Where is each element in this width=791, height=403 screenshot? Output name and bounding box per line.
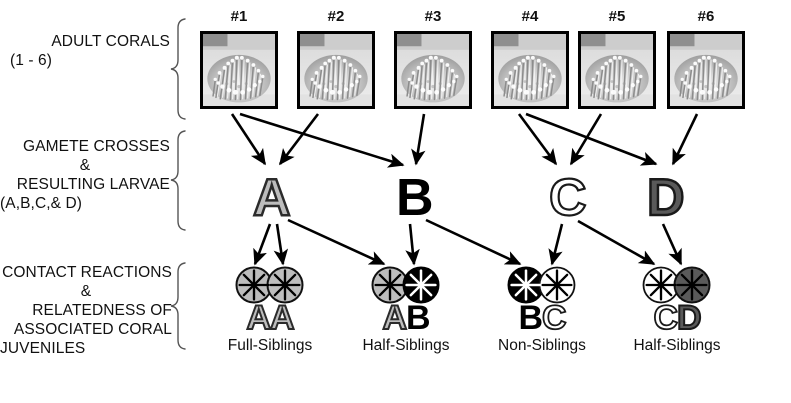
arrow-coral3-larvaB (411, 113, 426, 166)
coral-header-6: #6 (697, 8, 715, 25)
arrow-coral4-larvaD (525, 112, 658, 166)
arrow-coral4-larvaC (517, 113, 558, 166)
arrow-larvaB-juv3left (425, 218, 522, 266)
relatedness-label: Non-Siblings (498, 337, 586, 354)
coral-header-5: #5 (608, 8, 626, 25)
juvenile-pair-3: BC Non-Siblings (482, 299, 602, 355)
arrow-larvaA-juv2left (287, 218, 386, 266)
coral-header-2: #2 (327, 8, 345, 25)
brace-adult-corals (170, 18, 186, 120)
juvenile-genotype-labels: AA (210, 299, 330, 337)
row-label-line: RELATEDNESS OF (32, 302, 172, 319)
row-label-line: & (80, 283, 92, 300)
arrow-larvaA-juv1left (253, 223, 272, 266)
row-label-line: ASSOCIATED CORAL (13, 321, 172, 338)
coral-thumbnails (203, 34, 742, 106)
juvenile-letter: D (676, 299, 703, 337)
juvenile-letter: B (518, 299, 543, 337)
arrow-larvaC-juv4left (577, 219, 656, 266)
juvenile-polyp-pair-3 (507, 266, 576, 304)
arrow-coral1-larvaB (239, 112, 405, 168)
juvenile-letter: A (245, 299, 272, 337)
larva-letter-D: D (646, 169, 686, 227)
relatedness-label: Half-Siblings (362, 337, 450, 354)
row-label-contact-reactions: CONTACT REACTIONS & RELATEDNESS OF ASSOC… (0, 263, 172, 358)
row-label-line: & (79, 157, 91, 174)
relatedness-label: Half-Siblings (633, 337, 721, 354)
juvenile-polyp-pair-4 (642, 266, 711, 304)
row-label-line: (A,B,C,& D) (0, 195, 83, 212)
row-label-line: (1 - 6) (10, 52, 53, 69)
contact-arrows (253, 218, 683, 266)
juvenile-letter: A (381, 299, 408, 337)
larva-letter-A: A (252, 169, 292, 227)
juvenile-pair-1: AA Full-Siblings (210, 299, 330, 355)
row-label-line: RESULTING LARVAE (16, 176, 170, 193)
coral-header-3: #3 (424, 8, 442, 25)
row-label-adult-corals: ADULT CORALS (1 - 6) (10, 32, 170, 70)
arrow-coral5-larvaC (569, 113, 603, 166)
arrow-larvaD-juv4right (661, 223, 683, 266)
juvenile-letter: A (269, 299, 296, 337)
cross-arrows (230, 112, 699, 168)
juvenile-pair-4: CD Half-Siblings (617, 299, 737, 355)
juvenile-pair-2: AB Half-Siblings (346, 299, 466, 355)
coral-header-1: #1 (230, 8, 248, 25)
larva-letter-C: C (548, 169, 588, 227)
coral-image-6 (667, 31, 745, 109)
juvenile-letter: C (541, 299, 567, 337)
coral-image-3 (394, 31, 472, 109)
arrow-coral2-larvaA (278, 113, 320, 166)
juvenile-letter: C (653, 299, 679, 337)
row-label-line: JUVENILES (0, 340, 86, 357)
row-label-line: CONTACT REACTIONS (2, 264, 172, 281)
larva-letter-B: B (396, 169, 434, 227)
coral-image-1 (200, 31, 278, 109)
coral-image-5 (578, 31, 656, 109)
coral-image-4 (491, 31, 569, 109)
juvenile-polyp-pair-2 (371, 266, 440, 304)
row-label-line: GAMETE CROSSES (23, 138, 170, 155)
arrow-larvaA-juv1right (273, 223, 289, 266)
row-label-line: ADULT CORALS (51, 33, 170, 50)
arrow-larvaC-juv3right (548, 223, 564, 266)
brace-gamete-crosses (170, 130, 186, 231)
relatedness-label: Full-Siblings (227, 337, 313, 354)
arrow-larvaB-juv2right (405, 223, 420, 266)
arrow-coral6-larvaD (671, 113, 699, 166)
coral-header-4: #4 (521, 8, 539, 25)
juvenile-genotype-labels: CD (617, 299, 737, 337)
juvenile-letter: B (406, 299, 431, 337)
juvenile-genotype-labels: AB (346, 299, 466, 337)
row-label-gamete-crosses: GAMETE CROSSES & RESULTING LARVAE (A,B,C… (0, 137, 170, 213)
coral-image-2 (297, 31, 375, 109)
brace-contact-reactions (170, 262, 186, 350)
arrow-coral1-larvaA (230, 113, 267, 166)
juvenile-genotype-labels: BC (482, 299, 602, 337)
juvenile-polyp-pair-1 (235, 266, 304, 304)
